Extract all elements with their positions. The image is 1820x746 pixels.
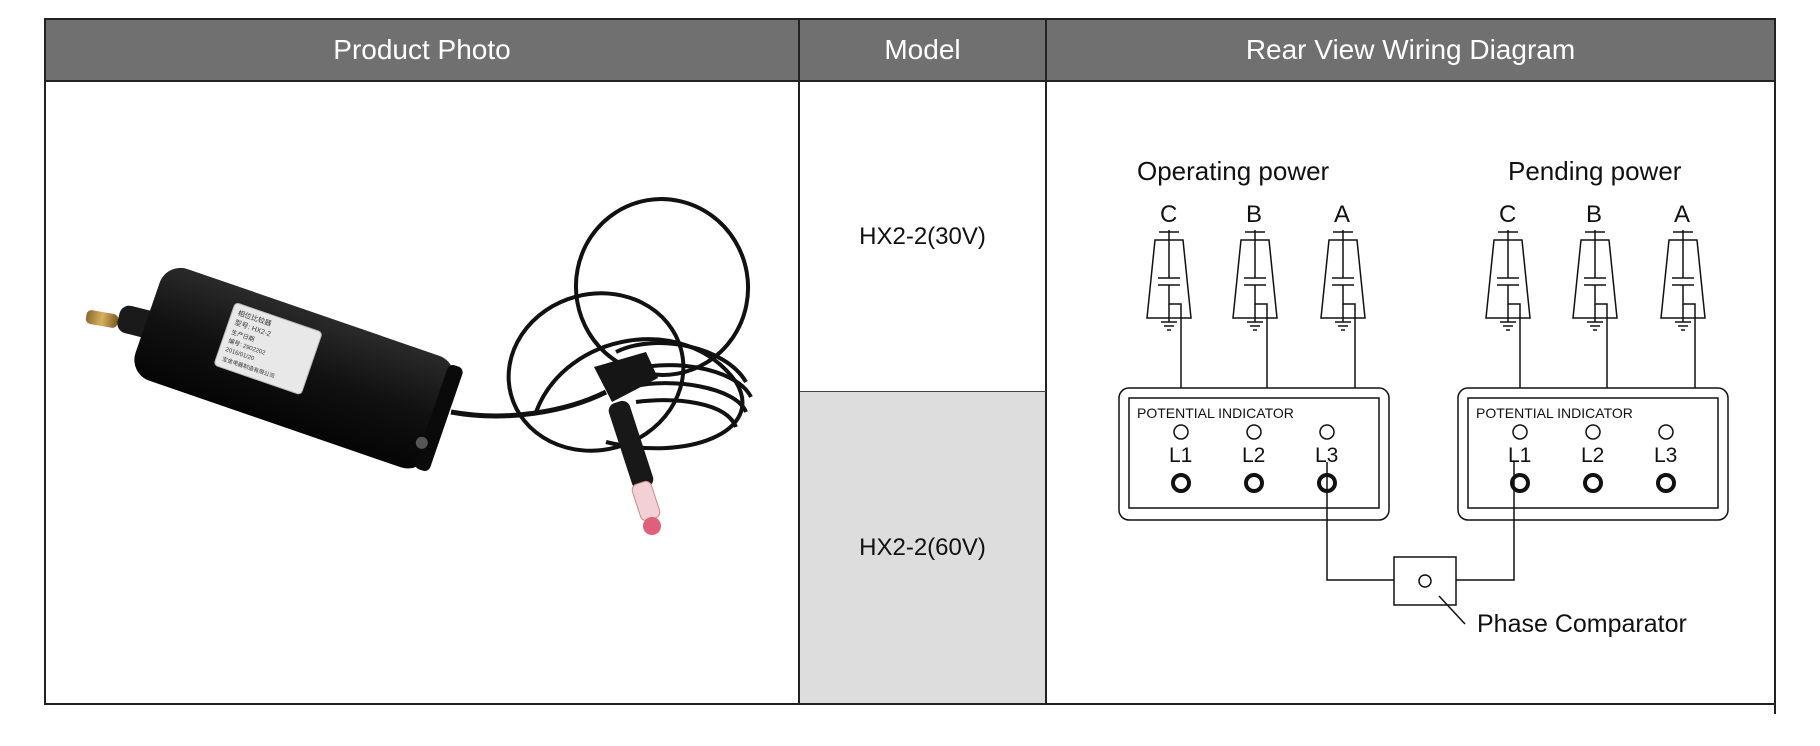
phase-label: A [1674,201,1690,228]
pending-power-group: C B A POTENTIAL INDICATOR L1 L2 L3 [1457,201,1729,521]
indicator-lamp-icon [1658,424,1674,440]
indicator-lamp-icon [1246,424,1262,440]
insulator-lead [1507,285,1521,344]
insulator-body-icon [1146,239,1192,319]
insulator-lead [1342,285,1356,344]
phase-label: B [1246,201,1262,228]
insulator-body-icon [1572,239,1618,319]
insulator-body-icon [1485,239,1531,319]
terminal-socket-icon [1656,473,1676,493]
table-edge-tick [1774,700,1776,714]
phase-comparator-box [1393,556,1457,606]
phase-label: C [1499,201,1516,228]
potential-indicator-panel [1457,387,1729,521]
terminal-label: L3 [1315,444,1338,467]
insulator-lead [1682,285,1696,344]
insulator-body-icon [1320,239,1366,319]
coiled-cable [506,197,753,453]
insulator-lead [1254,285,1268,344]
product-photo-cell: 相位比较器 型号: HX2-2 生产日期 编号: 2902202 2016/01… [46,82,800,703]
terminal-socket-icon [1244,473,1264,493]
model-name: HX2-2(30V) [859,222,986,250]
terminal-socket-icon [1171,473,1191,493]
terminal-label: L1 [1169,444,1192,467]
comparator-indicator-icon [1418,574,1432,588]
header-model-label: Model [884,34,961,65]
wire-left-l3 [1326,462,1394,581]
comparator-leader-line [1438,595,1466,625]
potential-indicator-label: POTENTIAL INDICATOR [1476,405,1633,421]
indicator-lamp-icon [1585,424,1601,440]
model-cell-30v: HX2-2(30V) [800,82,1047,392]
header-product-photo: Product Photo [46,20,800,82]
terminal-socket-icon [1510,473,1530,493]
header-wiring-diagram-label: Rear View Wiring Diagram [1245,34,1576,65]
insulator-body-icon [1232,239,1278,319]
operating-power-title: Operating power [1137,156,1330,186]
phase-label: B [1586,201,1602,228]
model-name: HX2-2(60V) [859,533,986,561]
device-cable [450,389,608,419]
phase-comparator-label: Phase Comparator [1477,610,1687,638]
terminal-label: L1 [1508,444,1531,467]
potential-indicator-inner [1128,397,1380,509]
device-label-sticker: 相位比较器 型号: HX2-2 生产日期 编号: 2902202 2016/01… [214,303,322,395]
terminal-label: L2 [1581,444,1604,467]
potential-indicator-label: POTENTIAL INDICATOR [1137,405,1294,421]
indicator-lamp-icon [1319,424,1335,440]
indicator-lamp-icon [1173,424,1189,440]
model-cell-60v: HX2-2(60V) [800,392,1047,703]
terminal-label: L3 [1654,444,1677,467]
insulator-lead [1594,285,1608,344]
wiring-diagram-cell: Operating power Pending power C B A POTENTI… [1047,82,1774,703]
insulator-lead [1168,285,1182,344]
product-photo: 相位比较器 型号: HX2-2 生产日期 编号: 2902202 2016/01… [85,197,753,535]
phase-label: C [1160,201,1177,228]
header-model: Model [800,20,1047,82]
potential-indicator-panel [1118,387,1390,521]
product-table: Product Photo Model Rear View Wiring Dia… [44,18,1776,705]
header-product-photo-label: Product Photo [333,34,511,65]
insulator-body-icon [1660,239,1706,319]
wiring-diagram: Operating power Pending power C B A POTENTI… [1118,156,1729,638]
header-wiring-diagram: Rear View Wiring Diagram [1047,20,1774,82]
test-probe [594,352,661,535]
phase-label: A [1334,201,1350,228]
phase-comparator-device: 相位比较器 型号: HX2-2 生产日期 编号: 2902202 2016/01… [134,267,463,471]
operating-power-group: C B A POTENTIAL INDICATOR L1 L2 L3 [1118,201,1390,521]
terminal-label: L2 [1242,444,1265,467]
wire-right-l1 [1456,462,1515,581]
potential-indicator-inner [1467,397,1719,509]
indicator-lamp-icon [1512,424,1528,440]
terminal-socket-icon [1583,473,1603,493]
pending-power-title: Pending power [1508,156,1682,186]
